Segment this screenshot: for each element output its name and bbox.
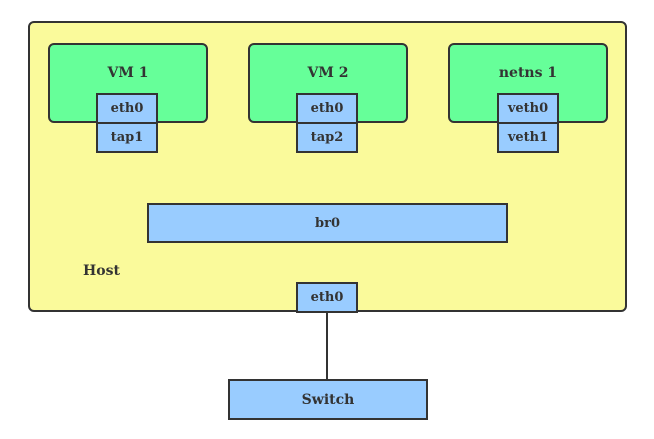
vm2-eth0-label: eth0	[310, 101, 344, 116]
netns1-label: netns 1	[498, 65, 558, 81]
netns1-veth1-node: veth1	[497, 122, 559, 153]
vm1-tap1-label: tap1	[110, 130, 144, 145]
netns1-veth0-label: veth0	[507, 101, 549, 116]
vm2-label: VM 2	[307, 65, 349, 81]
vm2-eth0-node: eth0	[296, 93, 358, 124]
host-eth0-node: eth0	[296, 282, 358, 313]
vm1-tap1-node: tap1	[96, 122, 158, 153]
vm2-tap2-node: tap2	[296, 122, 358, 153]
vm1-eth0-node: eth0	[96, 93, 158, 124]
switch-node: Switch	[228, 379, 428, 420]
netns1-veth0-node: veth0	[497, 93, 559, 124]
vm1-eth0-label: eth0	[110, 101, 144, 116]
vm1-label: VM 1	[107, 65, 149, 81]
netns1-veth1-label: veth1	[507, 130, 549, 145]
br0-node: br0	[147, 203, 508, 243]
br0-label: br0	[315, 215, 340, 231]
host-eth0-label: eth0	[310, 290, 344, 305]
switch-label: Switch	[301, 391, 355, 408]
connector-eth0-switch	[326, 313, 328, 379]
vm2-tap2-label: tap2	[310, 130, 344, 145]
host-label: Host	[83, 263, 120, 279]
